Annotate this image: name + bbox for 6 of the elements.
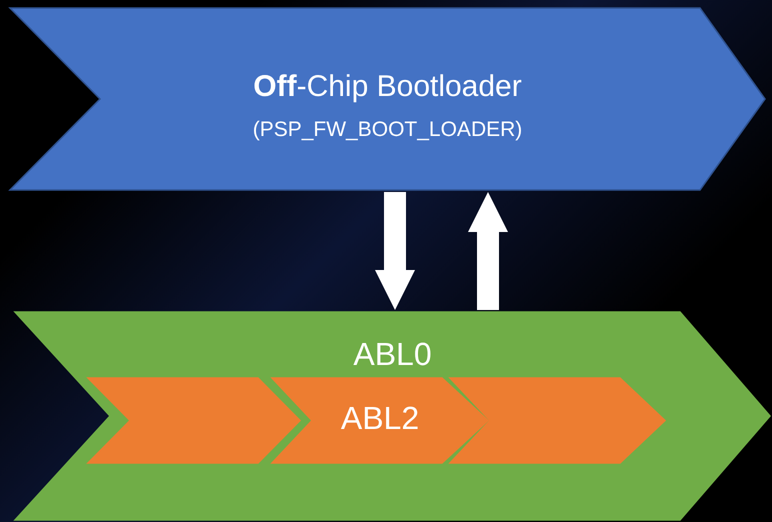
node-title: ABL2 <box>340 400 420 437</box>
block-arrow <box>375 192 415 310</box>
node-title: Off-Chip Bootloader <box>253 70 522 104</box>
node-title: ABL0 <box>353 336 432 373</box>
node-subtitle: (PSP_FW_BOOT_LOADER) <box>252 118 522 142</box>
block-arrow <box>468 192 508 310</box>
